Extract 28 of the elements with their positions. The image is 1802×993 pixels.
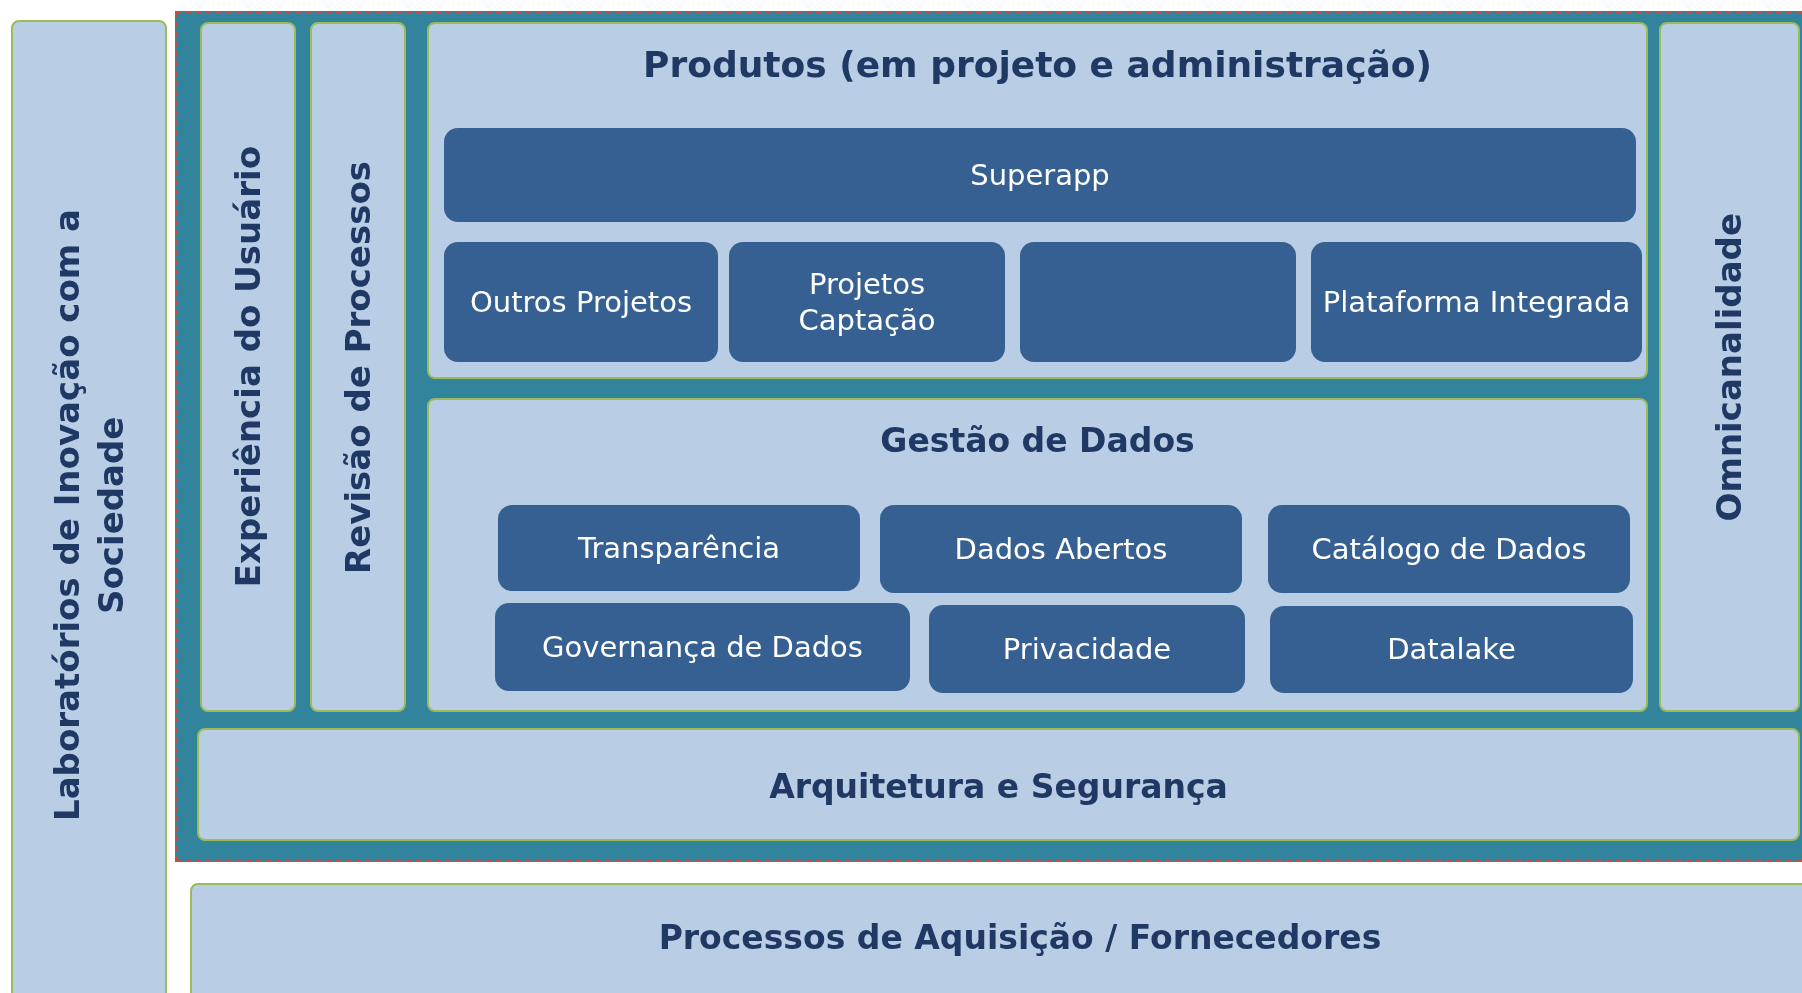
panel-heading: Processos de Aquisição / Fornecedores [658, 917, 1382, 959]
side-panel [310, 22, 406, 712]
module-box: Plataforma Integrada [1311, 242, 1642, 362]
module-box: Catálogo de Dados [1268, 505, 1630, 593]
panel-heading: Gestão de Dados [880, 420, 1195, 462]
module-box: Projetos Captação [729, 242, 1005, 362]
panel-heading: Laboratórios de Inovação com a Sociedade [45, 207, 132, 824]
side-panel [1659, 22, 1800, 712]
panel-heading: Arquitetura e Segurança [769, 766, 1228, 808]
module-box: Superapp [444, 128, 1636, 222]
section-panel [427, 22, 1648, 379]
panel-heading: Omnicanalidade [1708, 212, 1751, 522]
module-box: Governança de Dados [495, 603, 910, 691]
section-panel [427, 398, 1648, 712]
module-box: Datalake [1270, 606, 1633, 693]
panel-heading: Produtos (em projeto e administração) [643, 43, 1432, 87]
module-box [1020, 242, 1296, 362]
module-box: Outros Projetos [444, 242, 718, 362]
panel-heading: Experiência do Usuário [226, 146, 269, 588]
side-panel [200, 22, 296, 712]
module-box: Privacidade [929, 605, 1245, 693]
side-panel [11, 20, 167, 993]
layer-panel [190, 883, 1802, 993]
section-frame [175, 11, 1802, 862]
panel-heading: Revisão de Processos [336, 160, 379, 574]
module-box: Dados Abertos [880, 505, 1242, 593]
layer-panel [197, 728, 1800, 841]
module-box: Transparência [498, 505, 860, 591]
